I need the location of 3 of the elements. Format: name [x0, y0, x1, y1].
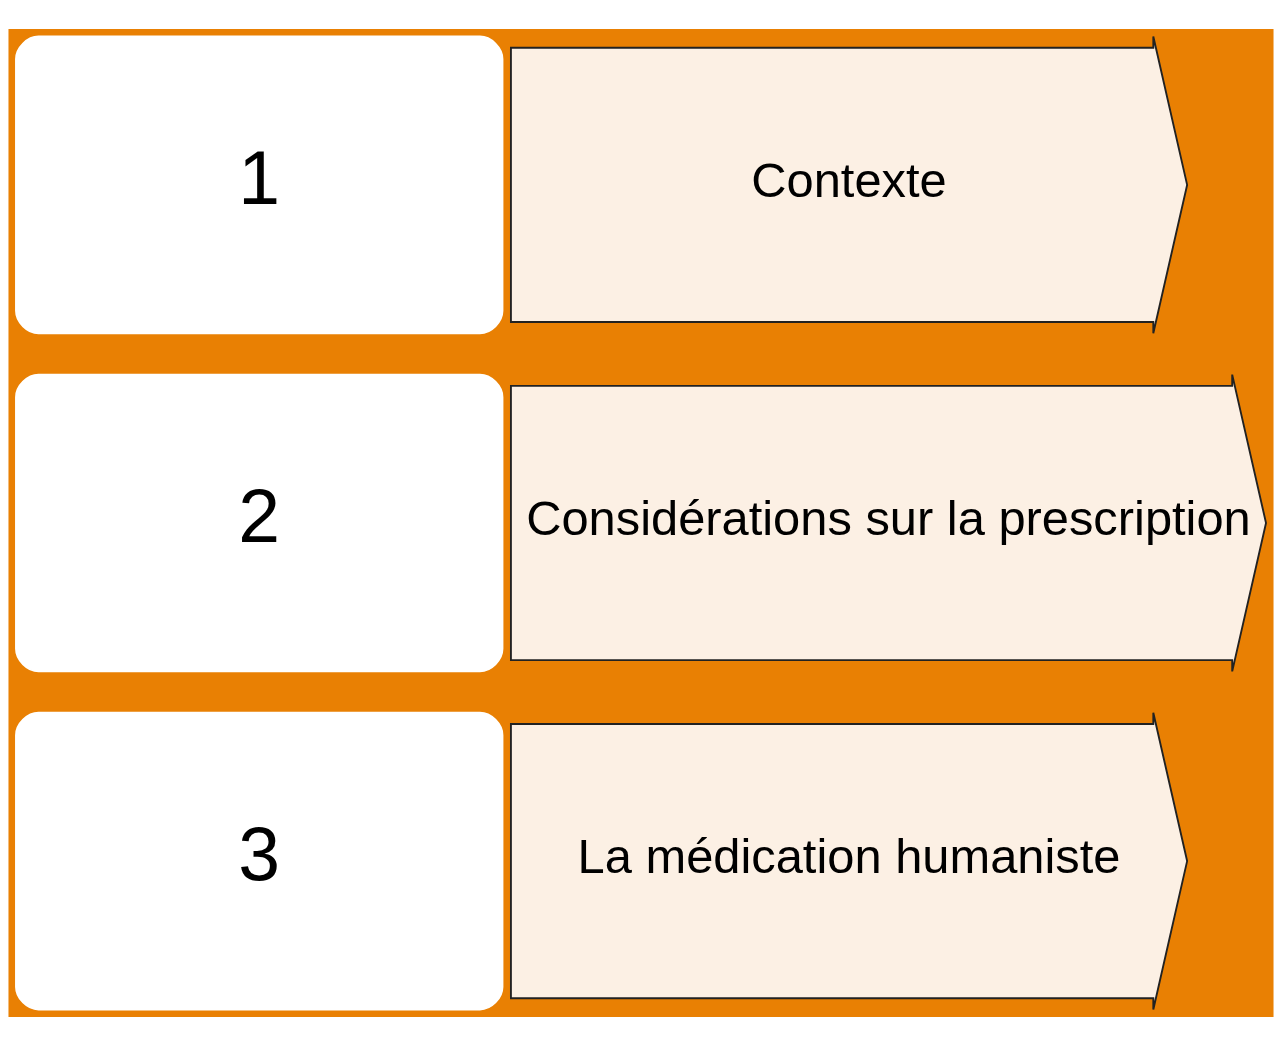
node-box: 1 [15, 35, 504, 335]
node-box: 2 [15, 373, 504, 673]
node-box: 3 [15, 711, 504, 1011]
